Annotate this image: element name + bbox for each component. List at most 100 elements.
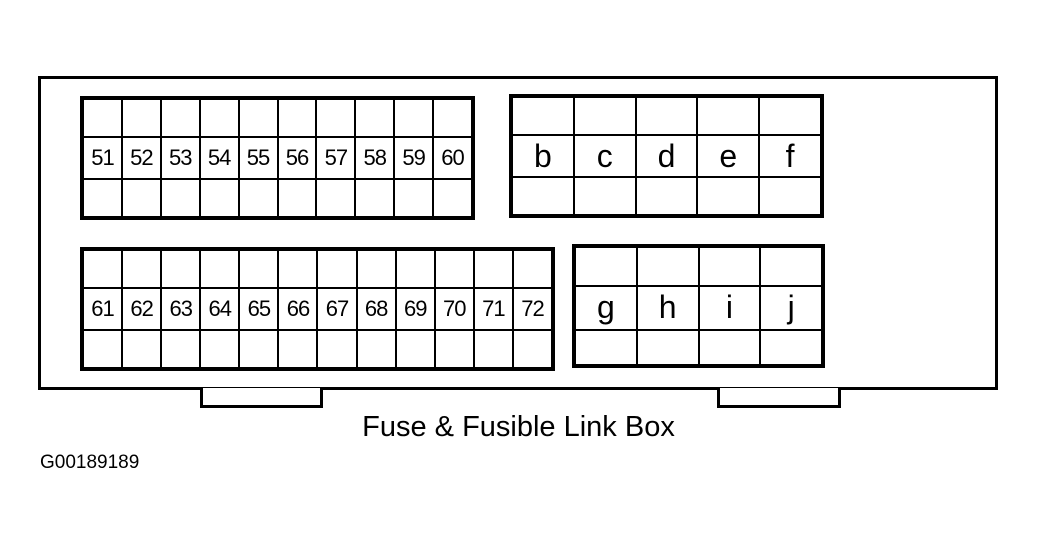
fuse-slot (278, 330, 318, 368)
fuse-slot (394, 179, 434, 217)
fusible-link-label: c (573, 135, 636, 177)
fuse-slot (277, 99, 317, 137)
fuse-label: 55 (238, 137, 278, 179)
fusible-link-slot (575, 330, 637, 365)
fusible-link-slot (760, 330, 822, 365)
fuse-label: 72 (512, 288, 552, 330)
fusible-link-slot (759, 177, 821, 215)
fuse-slot (83, 330, 123, 368)
fuse-slot (356, 330, 396, 368)
fusible-link-slot (760, 247, 822, 286)
fusible-link-label: d (635, 135, 698, 177)
fusible-link-slot (698, 330, 761, 365)
fuse-label: 60 (433, 137, 472, 179)
fuse-label: 62 (122, 288, 162, 330)
fuse-label: 54 (199, 137, 239, 179)
fusible-link-label: i (698, 285, 761, 331)
fuse-label: 57 (316, 137, 356, 179)
fuse-slot (512, 250, 552, 288)
mounting-tab-left (200, 388, 323, 408)
fuse-slot (121, 179, 161, 217)
fuse-label: 68 (356, 288, 396, 330)
fuse-label: 67 (317, 288, 357, 330)
fuse-slot (316, 99, 356, 137)
fuse-slot (160, 179, 200, 217)
fusible-link-slot (759, 97, 821, 135)
fuse-slot (433, 179, 472, 217)
fuse-slot (317, 250, 357, 288)
fusible-link-slot (575, 247, 637, 286)
fusible-link-slot (512, 177, 574, 215)
fusible-link-label: j (760, 285, 822, 331)
fuse-slot (473, 330, 513, 368)
figure-code: G00189189 (40, 452, 140, 473)
fuse-slot (395, 330, 435, 368)
fuse-slot (434, 250, 474, 288)
fuse-label: 69 (395, 288, 435, 330)
fuse-slot (277, 179, 317, 217)
fuse-label: 58 (355, 137, 395, 179)
diagram-title: Fuse & Fusible Link Box (362, 411, 675, 443)
fusible-link-slot (635, 97, 698, 135)
fuse-slot (395, 250, 435, 288)
fuse-slot (433, 99, 472, 137)
fuse-slot (161, 330, 201, 368)
fusible-link-label: b (512, 135, 574, 177)
fuse-slot (239, 250, 279, 288)
fuse-slot (278, 250, 318, 288)
fusible-link-slot (636, 247, 699, 286)
fuse-slot (434, 330, 474, 368)
fuse-slot (512, 330, 552, 368)
fusible-link-slot (697, 97, 760, 135)
fusible-link-label: f (759, 135, 821, 177)
fuse-slot (200, 330, 240, 368)
fuse-label: 51 (83, 137, 122, 179)
fuse-slot (122, 250, 162, 288)
fuse-label: 61 (83, 288, 123, 330)
fusible-link-label: g (575, 285, 637, 331)
fusible-link-slot (698, 247, 761, 286)
fuse-slot (316, 179, 356, 217)
fuse-slot (355, 179, 395, 217)
fusible-link-slot (635, 177, 698, 215)
fusible-link-slot (573, 97, 636, 135)
fuse-label: 66 (278, 288, 318, 330)
fuse-slot (161, 250, 201, 288)
fuse-slot (317, 330, 357, 368)
fusible-link-slot (573, 177, 636, 215)
fuse-slot (473, 250, 513, 288)
fuse-slot (355, 99, 395, 137)
fuse-slot (83, 179, 122, 217)
fuse-slot (238, 99, 278, 137)
fusible-link-label: e (697, 135, 760, 177)
fuse-label: 52 (121, 137, 161, 179)
fuse-slot (200, 250, 240, 288)
fusible-link-label: h (636, 285, 699, 331)
fuse-label: 70 (434, 288, 474, 330)
fuse-slot (356, 250, 396, 288)
mounting-tab-right (717, 388, 841, 408)
fuse-slot (83, 99, 122, 137)
fuse-slot (394, 99, 434, 137)
fuse-slot (199, 99, 239, 137)
fuse-slot (239, 330, 279, 368)
fuse-label: 63 (161, 288, 201, 330)
fuse-label: 53 (160, 137, 200, 179)
fuse-slot (160, 99, 200, 137)
fusible-link-slot (512, 97, 574, 135)
fuse-slot (122, 330, 162, 368)
fuse-slot (238, 179, 278, 217)
fusible-link-slot (697, 177, 760, 215)
fuse-label: 65 (239, 288, 279, 330)
fuse-slot (121, 99, 161, 137)
fuse-label: 56 (277, 137, 317, 179)
fuse-slot (83, 250, 123, 288)
fuse-label: 71 (473, 288, 513, 330)
fuse-label: 59 (394, 137, 434, 179)
fuse-label: 64 (200, 288, 240, 330)
fuse-slot (199, 179, 239, 217)
